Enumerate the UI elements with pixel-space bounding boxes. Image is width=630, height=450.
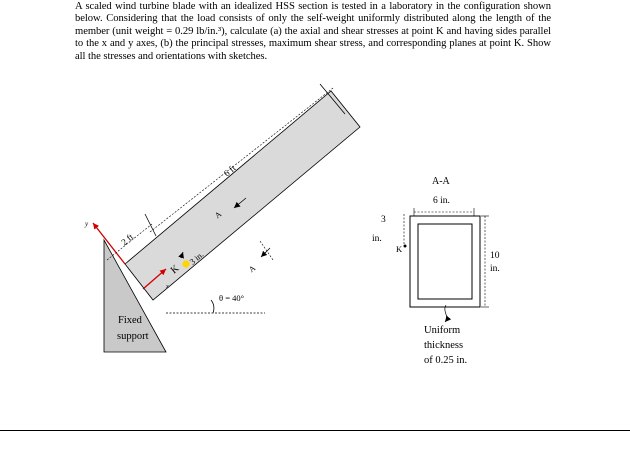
angle-arc (210, 299, 215, 314)
offset-dim-line (106, 223, 153, 261)
section-height-unit: in. (490, 264, 500, 274)
y-axis-label: y (84, 220, 89, 228)
angle-label: θ = 40° (219, 293, 244, 303)
height-dim-arrow (178, 251, 184, 259)
problem-statement: A scaled wind turbine blade with an idea… (75, 1, 551, 62)
section-title: A-A (432, 176, 451, 187)
length-dim-tick (319, 83, 346, 115)
section-marker-bottom: A (247, 263, 257, 274)
fixed-support (103, 238, 167, 353)
bottom-rule (0, 430, 630, 432)
section-cut-top (233, 197, 247, 209)
section-cut-line (259, 240, 274, 261)
thickness-line1: Uniform (424, 325, 460, 336)
thickness-line3: of 0.25 in. (424, 355, 467, 366)
section-inner (417, 223, 473, 300)
support-label-line1: Fixed (118, 315, 143, 326)
offset-dim-tick (144, 213, 157, 237)
beam (124, 90, 361, 301)
k-offset-unit: in. (372, 234, 382, 244)
thickness-leader (444, 304, 452, 323)
section-point-k (403, 244, 407, 248)
section-height-value: 10 (490, 251, 500, 261)
length-dim-line (149, 87, 334, 233)
section-cut-bottom (260, 247, 271, 258)
support-label-line2: support (117, 331, 149, 342)
section-marker-top: A (213, 209, 223, 220)
y-axis-arrow (92, 222, 126, 265)
section-point-k-label: K (396, 244, 403, 254)
x-axis-label: x (165, 284, 169, 290)
thickness-line2: thickness (424, 340, 463, 351)
point-k (182, 260, 190, 268)
section-width-label: 6 in. (433, 196, 450, 206)
x-axis-arrow (142, 268, 167, 290)
offset-dim-label: 2 ft (119, 231, 135, 247)
k-offset-value: 3 (381, 215, 386, 225)
